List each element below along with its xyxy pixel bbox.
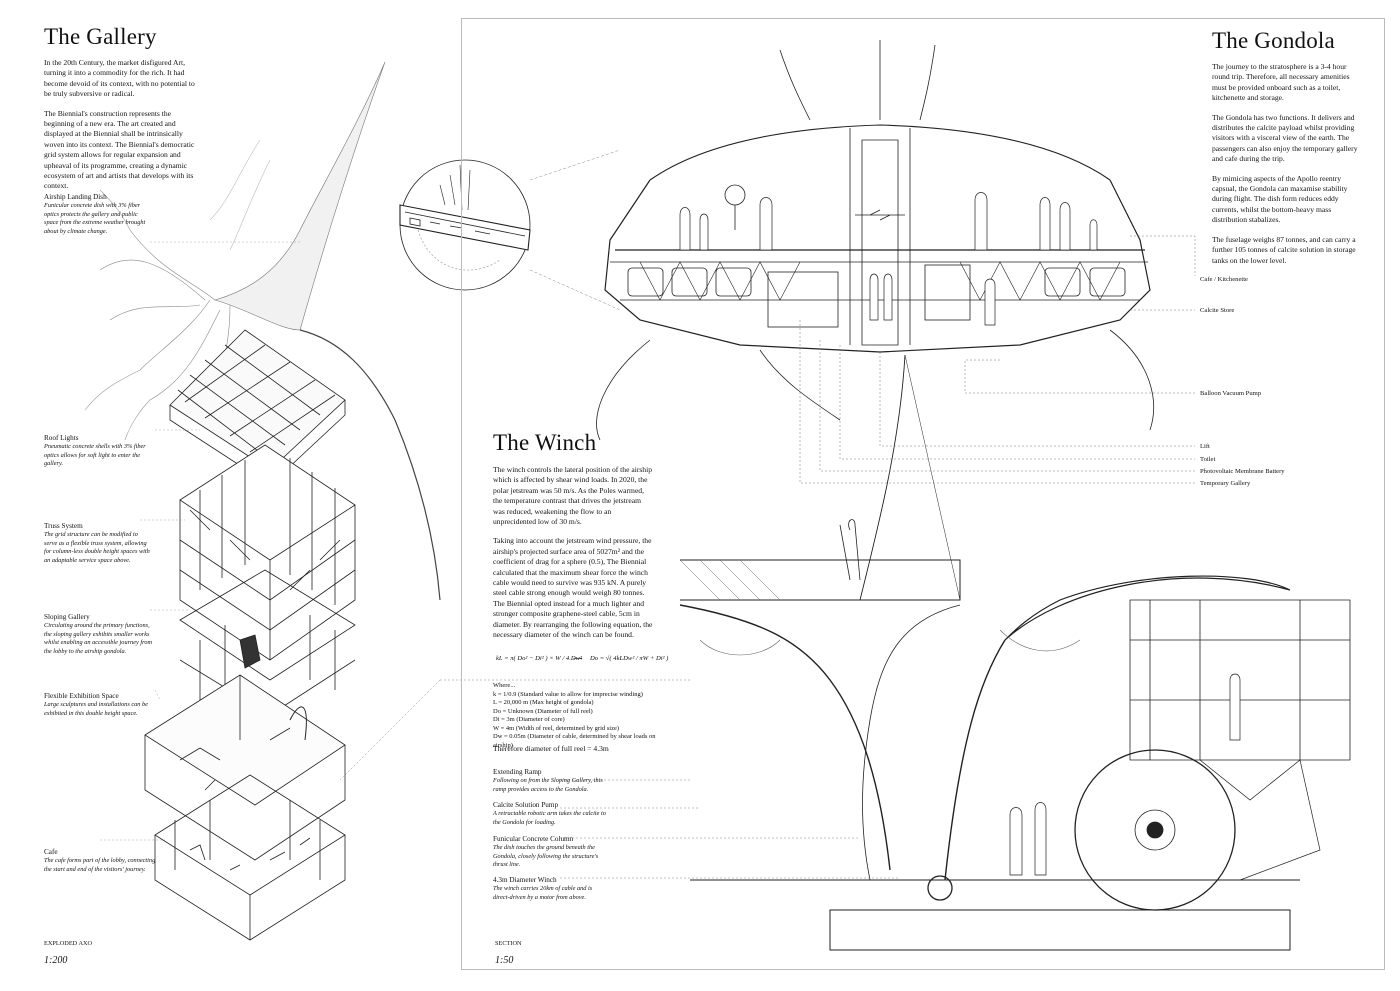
label-title: 4.3m Diameter Winch bbox=[493, 876, 557, 884]
label-desc: Pneumatic concrete shells with 3% fiber … bbox=[44, 443, 146, 468]
label-desc: The grid structure can be modified to se… bbox=[44, 531, 150, 564]
gallery-label-roof-lights: Roof Lights Pneumatic concrete shells wi… bbox=[44, 434, 154, 469]
label-title: Flexible Exhibition Space bbox=[44, 692, 119, 700]
gallery-paragraph: In the 20th Century, the market disfigur… bbox=[44, 58, 195, 99]
gondola-intro: The journey to the stratosphere is a 3-4… bbox=[1212, 62, 1362, 275]
winch-formula-right: Do = √( 4kLDw² / πW + Di² ) bbox=[590, 655, 669, 662]
gondola-paragraph: The journey to the stratosphere is a 3-4… bbox=[1212, 62, 1350, 103]
gallery-label-truss-system: Truss System The grid structure can be m… bbox=[44, 522, 152, 565]
where-item: Di = 3m (Diameter of core) bbox=[493, 716, 565, 723]
section-frame bbox=[461, 18, 1385, 970]
gallery-drawing-label: EXPLODED AXO bbox=[44, 940, 93, 947]
winch-label-extending-ramp: Extending Ramp Following on from the Slo… bbox=[493, 768, 603, 794]
label-desc: A retractable robotic arm takes the calc… bbox=[493, 810, 606, 826]
landing-dish-sketch bbox=[84, 61, 441, 601]
winch-where-block: Where... k = 1/0.9 (Standard value to al… bbox=[493, 682, 663, 750]
gallery-paragraph: The Biennial's construction represents t… bbox=[44, 108, 195, 191]
label-desc: The winch carries 20km of cable and is d… bbox=[493, 885, 593, 901]
gondola-leader-lines bbox=[799, 235, 1196, 484]
gallery-label-sloping-gallery: Sloping Gallery Circulating around the p… bbox=[44, 613, 154, 656]
label-title: Cafe bbox=[44, 848, 58, 856]
label-title: Truss System bbox=[44, 522, 83, 530]
label-desc: Large sculptures and installations can b… bbox=[44, 701, 148, 717]
callout-calcite-store: Calcite Store bbox=[1200, 307, 1235, 314]
callout-temporary-gallery: Temporary Gallery bbox=[1200, 480, 1251, 487]
winch-label-calcite-pump: Calcite Solution Pump A retractable robo… bbox=[493, 801, 613, 827]
where-item: Dw = 0.05m (Diameter of cable, determine… bbox=[493, 733, 656, 749]
gallery-label-landing-dish: Airship Landing Dish Funicular concrete … bbox=[44, 193, 149, 236]
label-title: Airship Landing Dish bbox=[44, 193, 107, 201]
where-item: k = 1/0.9 (Standard value to allow for i… bbox=[493, 690, 643, 698]
winch-structure-drawing bbox=[679, 519, 1351, 951]
label-title: Extending Ramp bbox=[493, 768, 542, 776]
label-title: Funicular Concrete Column bbox=[493, 835, 574, 843]
label-desc: The dish touches the ground beneath the … bbox=[493, 844, 599, 869]
where-item: W = 4m (Width of reel, determined by gri… bbox=[493, 724, 620, 732]
gallery-scale: 1:200 bbox=[44, 955, 68, 966]
label-desc: Circulating around the primary functions… bbox=[44, 622, 153, 655]
formula-arrow: ⟶ bbox=[573, 656, 583, 663]
gallery-label-cafe: Cafe The cafe forms part of the lobby, c… bbox=[44, 848, 156, 874]
where-title: Where... bbox=[493, 682, 516, 689]
gallery-leader-lines bbox=[100, 241, 300, 841]
winch-paragraph: The winch controls the lateral position … bbox=[493, 465, 653, 527]
where-item: Do = Unknown (Diameter of full reel) bbox=[493, 707, 593, 715]
detail-circle bbox=[399, 149, 621, 311]
winch-result: Therefore diameter of full reel = 4.3m bbox=[493, 744, 609, 753]
winch-paragraph: Taking into account the jetstream wind p… bbox=[493, 536, 653, 640]
label-desc: Following on from the Sloping Gallery, t… bbox=[493, 777, 603, 793]
exhibition-space-drawing bbox=[144, 674, 346, 861]
gondola-title: The Gondola bbox=[1212, 28, 1335, 53]
where-item: L = 20,000 m (Max height of gondola) bbox=[493, 699, 594, 706]
cafe-drawing bbox=[154, 774, 346, 941]
gondola-paragraph: By mimicing aspects of the Apollo reentr… bbox=[1212, 173, 1348, 225]
callout-toilet: Toilet bbox=[1200, 456, 1216, 463]
callout-balloon-vacuum-pump: Balloon Vacuum Pump bbox=[1200, 390, 1262, 397]
gallery-intro: In the 20th Century, the market disfigur… bbox=[44, 58, 202, 201]
label-desc: The cafe forms part of the lobby, connec… bbox=[44, 857, 156, 873]
label-title: Sloping Gallery bbox=[44, 613, 90, 621]
truss-system-drawing bbox=[179, 444, 356, 661]
label-title: Calcite Solution Pump bbox=[493, 801, 559, 809]
gondola-paragraph: The fuselage weighs 87 tonnes, and can c… bbox=[1212, 234, 1356, 265]
winch-title: The Winch bbox=[493, 430, 597, 455]
winch-scale: 1:50 bbox=[495, 955, 514, 966]
label-title: Roof Lights bbox=[44, 434, 79, 442]
winch-leader-lines bbox=[339, 679, 900, 879]
gondola-paragraph: The Gondola has two functions. It delive… bbox=[1212, 112, 1358, 164]
winch-intro: The winch controls the lateral position … bbox=[493, 465, 653, 650]
winch-drawing-label: SECTION bbox=[495, 940, 522, 947]
gallery-title: The Gallery bbox=[44, 24, 157, 49]
winch-label-concrete-column: Funicular Concrete Column The dish touch… bbox=[493, 835, 605, 870]
label-desc: Funicular concrete dish with 3% fiber op… bbox=[44, 202, 146, 235]
winch-label-diameter-winch: 4.3m Diameter Winch The winch carries 20… bbox=[493, 876, 603, 902]
gallery-label-exhibition-space: Flexible Exhibition Space Large sculptur… bbox=[44, 692, 156, 718]
callout-photovoltaic-battery: Photovoltaic Membrane Battery bbox=[1200, 468, 1285, 475]
winch-formula-left: kL = π( Do² − Di² ) × W / 4.Dw² bbox=[496, 655, 583, 662]
callout-cafe-kitchenette: Cafe / Kitchenette bbox=[1200, 276, 1248, 283]
callout-lift: Lift bbox=[1200, 443, 1210, 450]
